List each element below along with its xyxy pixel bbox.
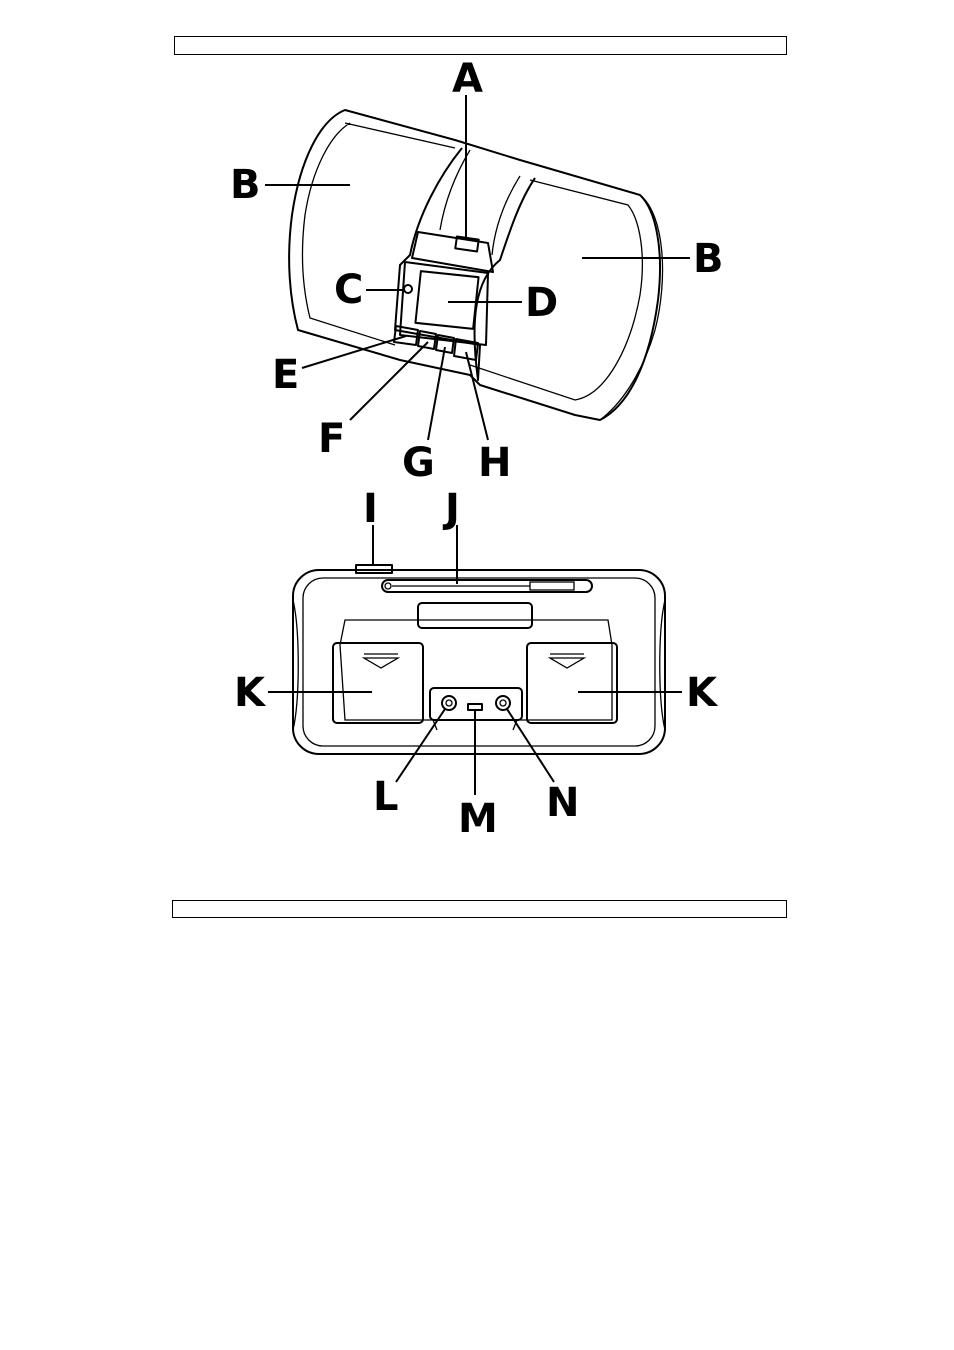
rear-jack-l xyxy=(442,696,456,710)
front-dock-tray xyxy=(412,232,493,272)
battery-cover-left-tab xyxy=(364,654,398,668)
battery-cover-right xyxy=(527,643,617,723)
label-g: G xyxy=(402,440,435,486)
label-i: I xyxy=(363,486,378,532)
antenna-tip xyxy=(530,582,574,590)
label-e: E xyxy=(272,352,299,398)
leader-g xyxy=(428,347,445,440)
label-k-left: K xyxy=(234,670,267,716)
battery-cover-left xyxy=(333,643,423,723)
antenna-pivot xyxy=(385,583,391,589)
battery-cover-right-tab xyxy=(550,654,584,668)
label-f: F xyxy=(318,416,345,462)
label-b-right: B xyxy=(693,236,724,282)
front-view-drawing: A B B C D E F G H xyxy=(230,56,724,486)
front-body-outline xyxy=(289,110,660,420)
label-j: J xyxy=(442,486,460,532)
rear-jack-l-inner xyxy=(446,700,452,706)
label-d: D xyxy=(525,280,558,326)
label-m: M xyxy=(458,796,498,842)
rear-jack-n xyxy=(496,696,510,710)
lcd-display xyxy=(415,271,478,329)
leader-f xyxy=(350,342,428,420)
rear-handle-slot xyxy=(418,603,532,628)
rear-body-outline xyxy=(293,570,665,754)
label-l: L xyxy=(373,774,399,820)
rear-jack-n-inner xyxy=(500,700,506,706)
label-h: H xyxy=(478,440,511,486)
rear-view-drawing: I J K K L M N xyxy=(234,486,719,842)
rear-switch-m xyxy=(468,704,482,710)
label-a: A xyxy=(452,56,483,102)
label-b-left: B xyxy=(230,162,261,208)
label-k-right: K xyxy=(686,670,719,716)
control-knob xyxy=(404,285,412,293)
label-n: N xyxy=(546,780,579,826)
label-c: C xyxy=(334,267,363,313)
leader-e xyxy=(302,336,406,368)
